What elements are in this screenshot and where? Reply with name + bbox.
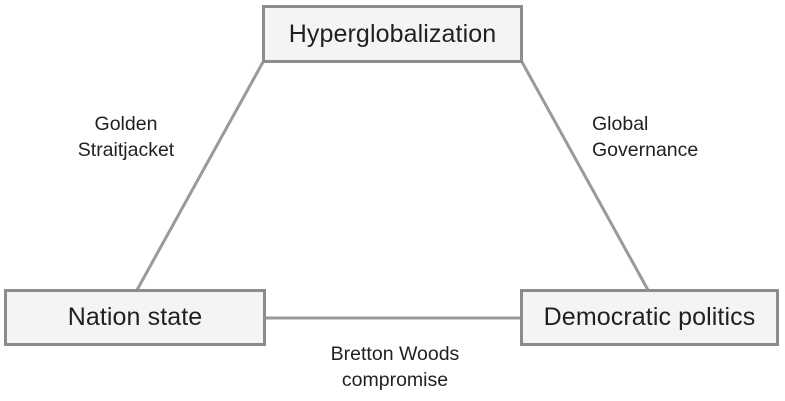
node-democratic-politics[interactable]: Democratic politics — [520, 289, 779, 346]
node-hyperglobalization[interactable]: Hyperglobalization — [262, 5, 523, 63]
edge-line-global-governance — [520, 61, 650, 291]
edge-label-global-governance: Global Governance — [592, 111, 772, 163]
node-hyperglobalization-label: Hyperglobalization — [288, 19, 497, 48]
edge-label-global-governance-line1: Global — [592, 113, 649, 135]
node-democratic-politics-label: Democratic politics — [543, 303, 756, 331]
edge-label-golden-straitjacket-line1: Golden — [94, 113, 158, 135]
edge-label-golden-straitjacket-line2: Straitjacket — [77, 139, 175, 161]
node-nation-state[interactable]: Nation state — [4, 289, 266, 346]
edge-label-bretton-woods-compromise: Bretton Woods compromise — [295, 341, 495, 393]
edge-label-global-governance-line2: Governance — [592, 139, 699, 161]
edge-line-golden-straitjacket — [135, 61, 265, 291]
edge-label-golden-straitjacket: Golden Straitjacket — [36, 111, 216, 163]
edge-label-bretton-woods-line2: compromise — [341, 369, 449, 391]
edge-label-bretton-woods-line1: Bretton Woods — [330, 343, 460, 365]
node-nation-state-label: Nation state — [67, 303, 203, 331]
